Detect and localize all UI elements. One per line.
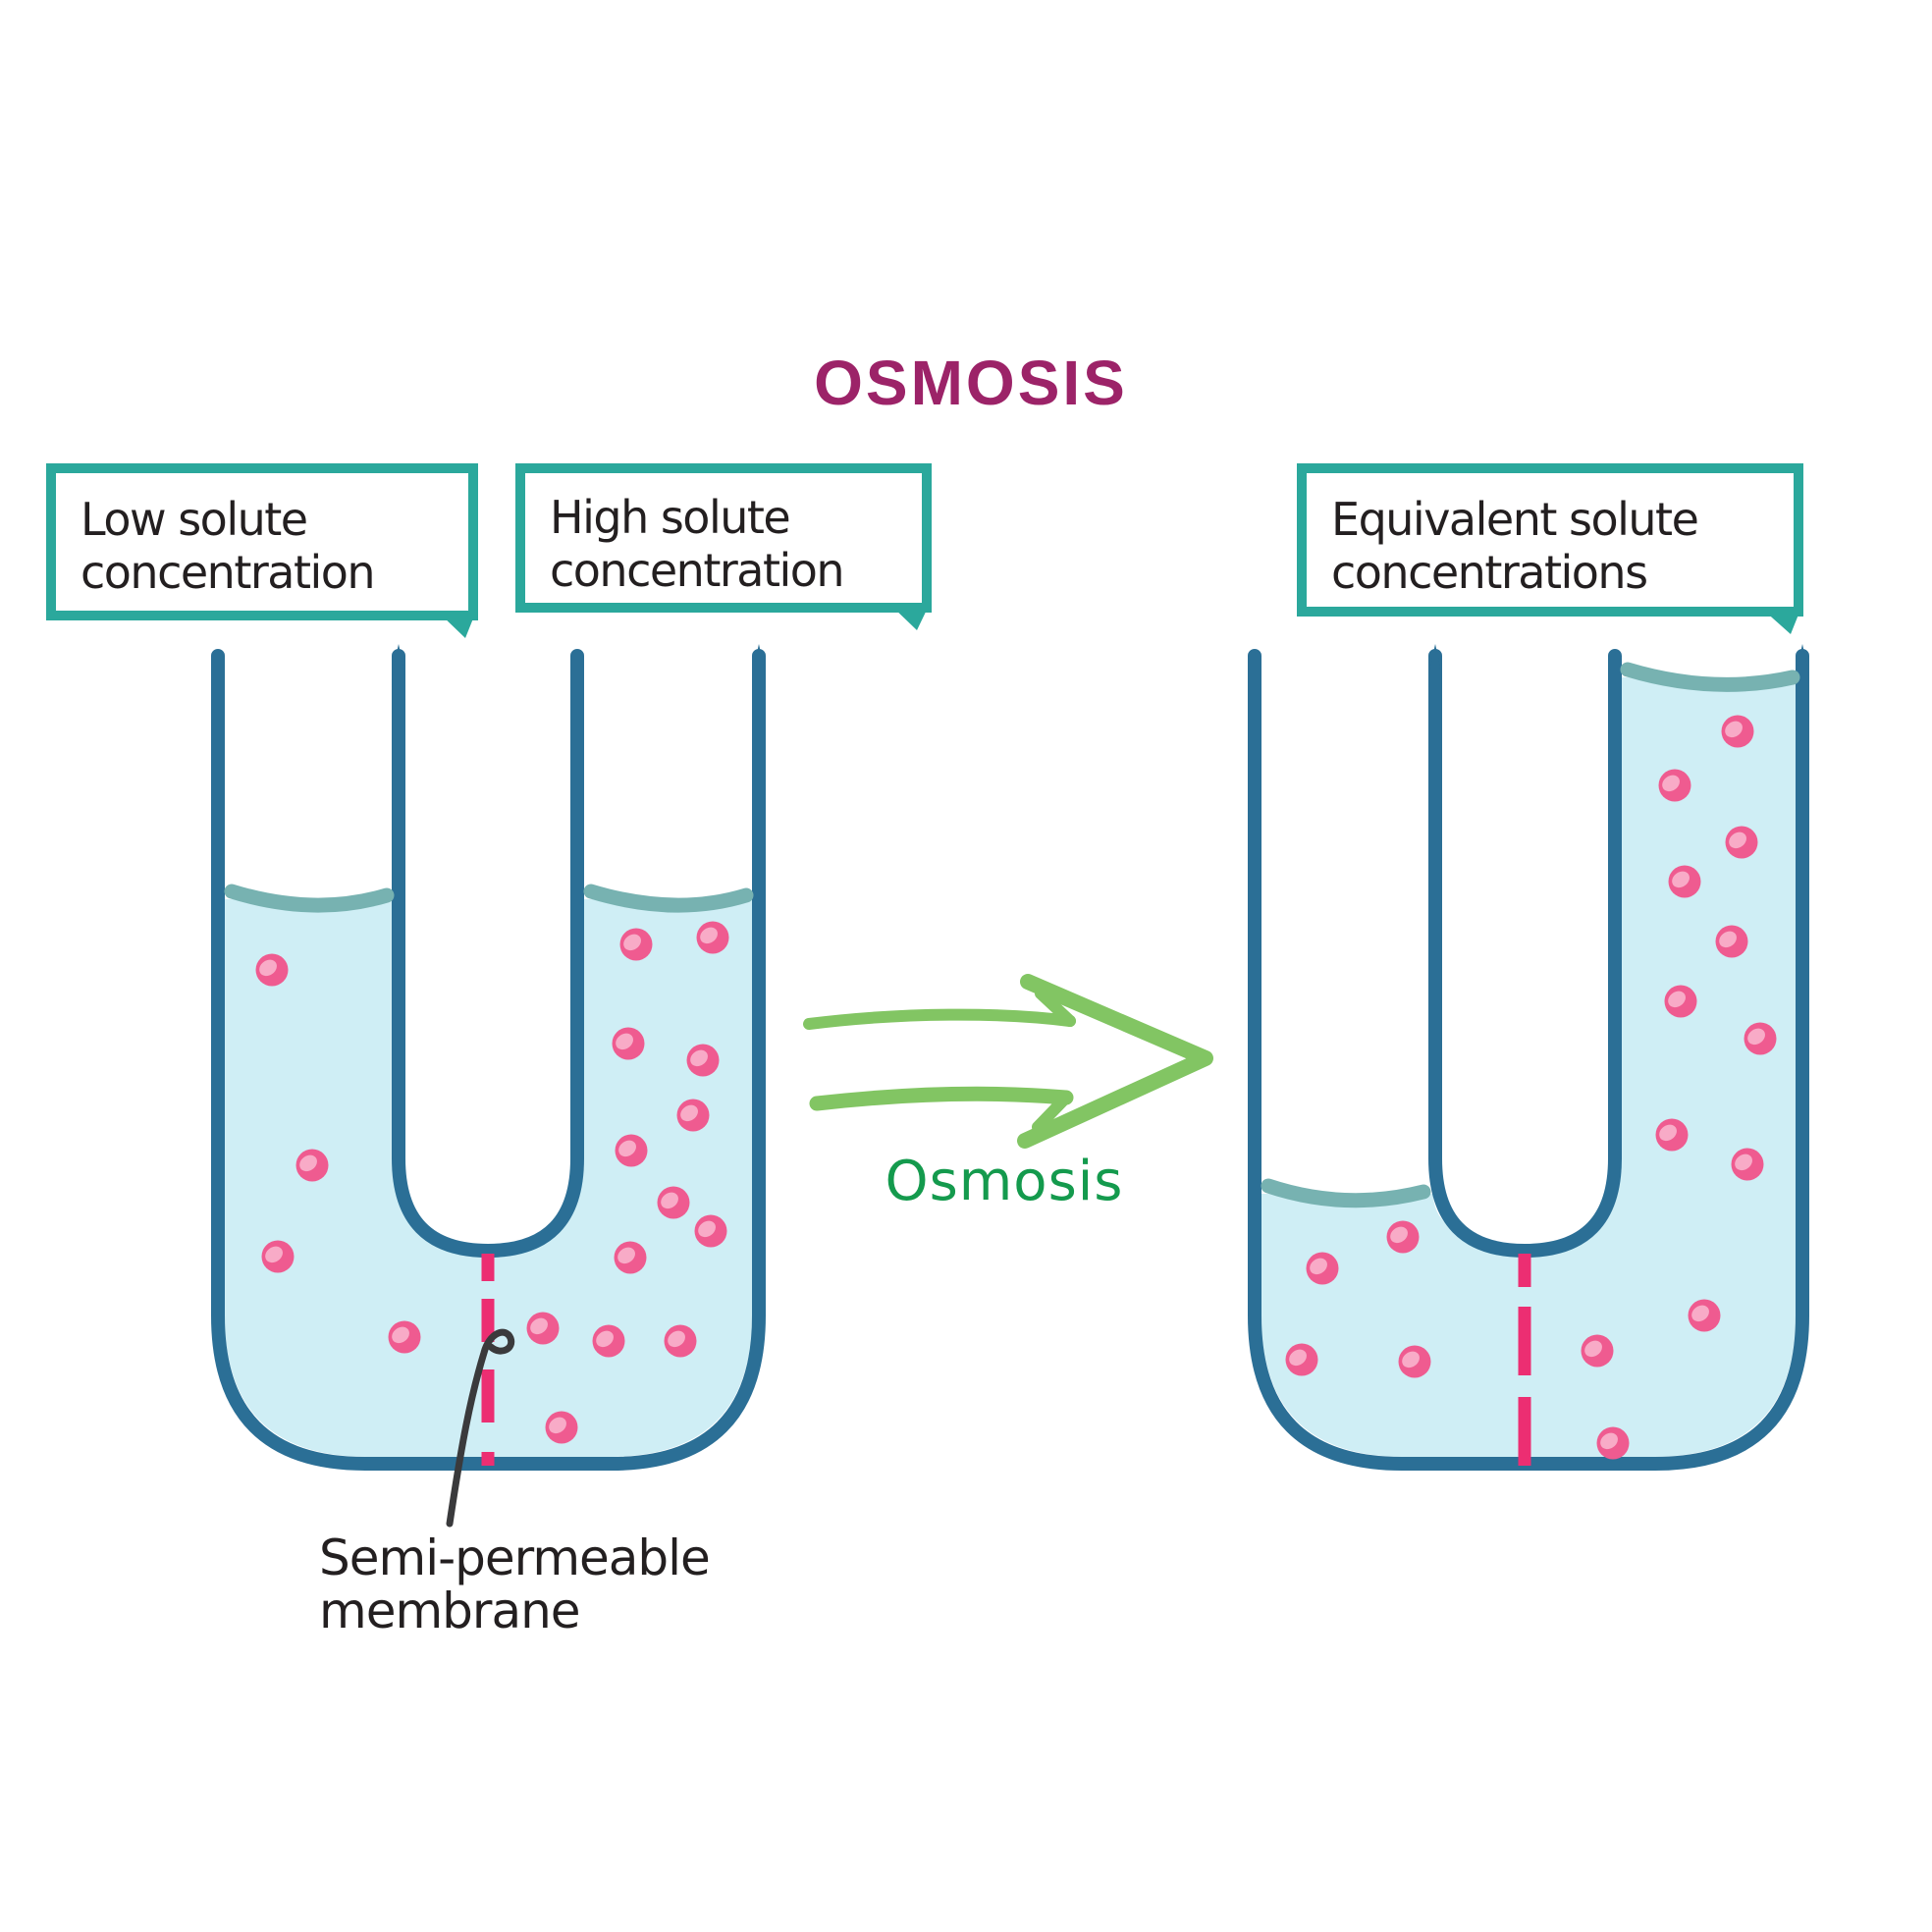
solute-particle-dot [1655, 1118, 1689, 1152]
arrow-head-lower-barb [1032, 1092, 1072, 1133]
osmosis-arrow-label: Osmosis [886, 1150, 1124, 1213]
solute-particle-dot [1721, 715, 1754, 748]
right-u-tube [1248, 644, 1809, 1471]
solute-particle-dot [614, 1241, 647, 1274]
left-u-tube [211, 644, 766, 1471]
box-corner-fold [1763, 610, 1800, 634]
solute-particle-dot [261, 1240, 295, 1273]
solute-particle-dot [657, 1186, 690, 1219]
solute-particle-dot [1581, 1334, 1614, 1368]
equivalent-solute-label-line2: concentrations [1331, 546, 1647, 599]
solute-particle-dot [1744, 1022, 1777, 1055]
solute-dots-high-concentration [526, 921, 729, 1444]
low-solute-label-line2: concentration [80, 546, 374, 599]
high-solute-label-line1: High solute [550, 491, 789, 544]
solute-particle-dot [1386, 1220, 1420, 1254]
solute-particle-dot [694, 1214, 727, 1248]
solute-particle-dot [255, 953, 289, 987]
solute-particle-dot [1664, 985, 1697, 1018]
osmosis-arrow-icon [803, 974, 1213, 1149]
solute-particle-dot [545, 1411, 578, 1444]
left-tube-right-meniscus [583, 884, 754, 913]
arrow-head [1017, 974, 1213, 1149]
solute-particle-dot [388, 1320, 421, 1354]
high-solute-label-line2: concentration [550, 544, 843, 597]
solute-particle-dot [696, 921, 729, 954]
solute-particle-dot [526, 1312, 560, 1345]
left-tube-inner-wall-tip [392, 644, 405, 746]
solute-particle-dot [615, 1134, 648, 1167]
label-box-high-solute: High solute concentration [515, 463, 932, 630]
left-tube-inner-wall [392, 649, 584, 1259]
solute-particle-dot [1306, 1252, 1339, 1285]
arrow-head-upper-barb [1035, 988, 1076, 1027]
solute-particle-dot [1715, 925, 1748, 958]
solute-particle-dot [686, 1044, 720, 1077]
solute-dots-equivalent-left [1285, 1220, 1431, 1378]
solute-dots-equivalent-right [1581, 715, 1777, 1460]
membrane-label-line2: membrane [319, 1583, 580, 1639]
solute-particle-dot [619, 928, 653, 961]
right-tube-water [1261, 677, 1796, 1457]
solute-particle-dot [1596, 1426, 1630, 1460]
solute-particle-dot [1731, 1148, 1764, 1181]
membrane-pointer-line [446, 1328, 515, 1528]
page-title: OSMOSIS [814, 348, 1128, 418]
right-tube-inner-wall [1428, 649, 1622, 1259]
solute-particle-dot [612, 1027, 645, 1060]
label-box-low-solute: Low solute concentration [46, 463, 478, 638]
box-corner-fold [440, 614, 475, 638]
solute-particle-dot [1668, 865, 1701, 898]
right-tube-right-meniscus [1620, 662, 1800, 692]
left-tube-outer-wall-tip [752, 644, 766, 746]
right-tube-inner-wall-tip [1428, 644, 1442, 746]
solute-particle-dot [592, 1324, 625, 1358]
solute-particle-dot [1725, 826, 1758, 859]
solute-particle-dot [1285, 1343, 1318, 1376]
solute-particle-dot [676, 1099, 710, 1132]
solute-particle-dot [1658, 769, 1691, 802]
box-corner-fold [891, 606, 929, 630]
solute-particle-dot [664, 1324, 697, 1358]
label-box-equivalent-solute: Equivalent solute concentrations [1297, 463, 1803, 634]
membrane-label-line1: Semi-permeable [319, 1530, 710, 1586]
solute-particle-dot [1398, 1345, 1431, 1378]
solute-dots-low-concentration [255, 953, 421, 1354]
solute-particle-dot [295, 1149, 329, 1182]
arrow-bottom-line [809, 1086, 1074, 1111]
arrow-top-line [803, 1008, 1076, 1030]
left-tube-left-meniscus [224, 884, 395, 913]
equivalent-solute-label-line1: Equivalent solute [1331, 493, 1697, 546]
right-tube-left-meniscus [1261, 1178, 1431, 1208]
solute-particle-dot [1688, 1299, 1721, 1332]
low-solute-label-line1: Low solute [80, 493, 307, 546]
right-tube-outer-wall-tip [1796, 644, 1809, 746]
